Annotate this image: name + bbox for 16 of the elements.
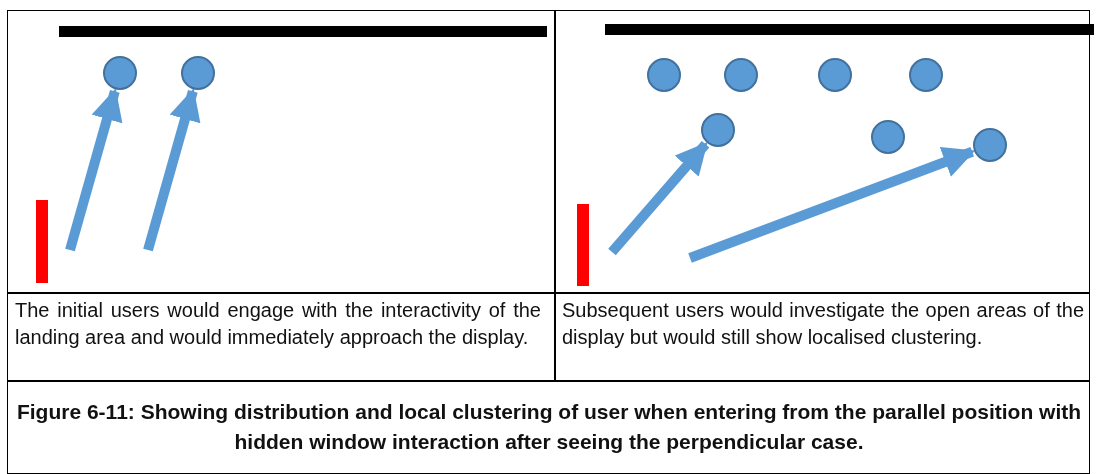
person-circle	[181, 56, 215, 90]
figure-caption: Figure 6-11: Showing distribution and local clustering of user when entering from the parallel position with hidden window interaction after seeing the perpendicular case.	[15, 399, 1083, 455]
arrow	[608, 141, 710, 256]
person-circle	[973, 128, 1007, 162]
arrow	[65, 88, 123, 252]
arrow	[688, 146, 976, 263]
person-circle	[909, 58, 943, 92]
person-circle	[818, 58, 852, 92]
person-circle	[871, 120, 905, 154]
description-text: The initial users would engage with the interactivity of the landing area and would immediately approach the display.	[15, 298, 541, 350]
arrow	[143, 88, 201, 252]
person-circle	[701, 113, 735, 147]
person-circle	[103, 56, 137, 90]
description-text: Subsequent users would investigate the open areas of the display but would still show localised clustering.	[562, 298, 1084, 350]
person-circle	[724, 58, 758, 92]
person-circle	[647, 58, 681, 92]
